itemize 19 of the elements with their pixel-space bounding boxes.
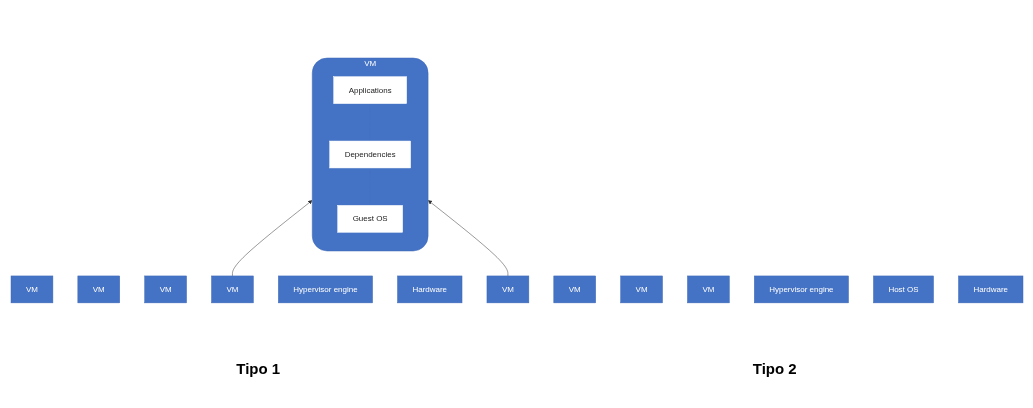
cluster [311,57,428,251]
node-box [486,275,529,303]
node-box [753,275,849,303]
node-box [872,275,934,303]
node-box [686,275,730,303]
node-box [210,275,254,303]
node-box [277,275,373,303]
type-label: Tipo 2 [752,360,797,377]
node-box [143,275,187,303]
node-box [77,275,120,303]
node-box [396,275,462,303]
node-box [10,275,53,303]
node-box [332,76,407,104]
node-box [957,275,1023,303]
node-box [619,275,663,303]
node-box [553,275,596,303]
node-box [328,140,411,168]
node-box [336,204,403,233]
type-label: Tipo 1 [236,360,281,377]
